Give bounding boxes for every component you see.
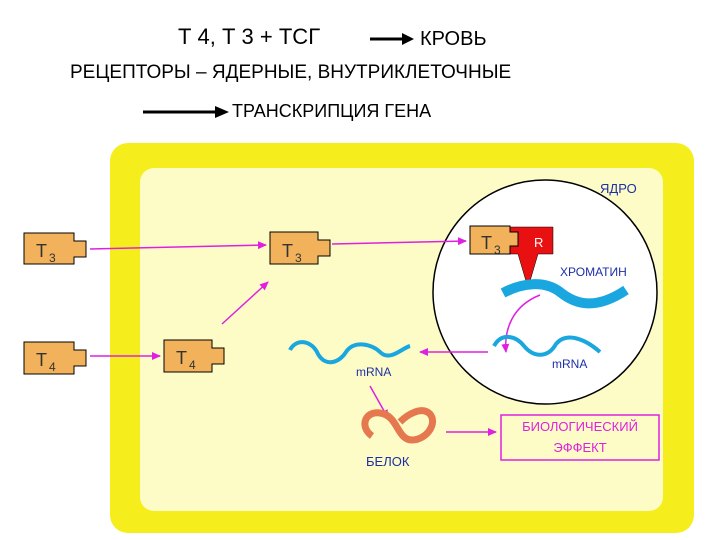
t3-nuc-sub: 3 bbox=[494, 243, 501, 257]
hormone-t3-blood: Т 3 bbox=[23, 232, 87, 265]
mrna-nucleus-label: mRNA bbox=[552, 357, 587, 371]
hormone-t3-nucleus: Т 3 bbox=[469, 225, 519, 257]
t3-sub: 3 bbox=[49, 251, 56, 265]
title-receptors: РЕЦЕПТОРЫ – ЯДЕРНЫЕ, ВНУТРИКЛЕТОЧНЫЕ bbox=[70, 62, 512, 83]
effect-box bbox=[500, 414, 660, 461]
t4-cyto-letter: Т bbox=[176, 348, 187, 368]
effect-line1: БИОЛОГИЧЕСКИЙ bbox=[522, 419, 638, 434]
title-transcription: ТРАНСКРИПЦИЯ ГЕНА bbox=[232, 101, 432, 121]
mrna-cytoplasm bbox=[288, 340, 411, 365]
t3-letter: Т bbox=[36, 241, 47, 261]
hormone-t4-cytoplasm: Т 4 bbox=[163, 339, 225, 373]
blood-arrow bbox=[370, 33, 414, 45]
title-formula: Т 4, Т 3 + ТСГ bbox=[178, 24, 321, 49]
hormone-t4-blood: Т 4 bbox=[23, 341, 87, 375]
arrow-t4-to-t3 bbox=[221, 281, 269, 325]
t3-nuc-letter: Т bbox=[481, 233, 492, 253]
transcription-arrow bbox=[143, 106, 229, 118]
effect-line2: ЭФФЕКТ bbox=[553, 440, 606, 455]
protein bbox=[361, 407, 437, 444]
nucleus-label: ЯДРО bbox=[600, 181, 637, 196]
t3-cyto-sub: 3 bbox=[295, 251, 302, 265]
arrow-chromatin-to-mrna bbox=[501, 294, 541, 353]
t3-cyto-letter: Т bbox=[282, 241, 293, 261]
title-blood: КРОВЬ bbox=[420, 28, 487, 50]
protein-label: БЕЛОК bbox=[366, 454, 410, 469]
chromatin bbox=[500, 279, 629, 309]
mrna-cytoplasm-label: mRNA bbox=[356, 365, 391, 379]
mrna-nucleus bbox=[492, 335, 602, 357]
arrow-t3-to-cytoplasm bbox=[89, 241, 267, 250]
t4-cyto-sub: 4 bbox=[189, 358, 196, 372]
chromatin-label: ХРОМАТИН bbox=[560, 265, 627, 279]
hormone-t3-cytoplasm: Т 3 bbox=[269, 231, 331, 265]
arrow-t3-to-nucleus bbox=[331, 237, 467, 246]
t4-letter: Т bbox=[36, 350, 47, 370]
receptor-label: R bbox=[534, 235, 543, 250]
t4-sub: 4 bbox=[49, 360, 56, 374]
